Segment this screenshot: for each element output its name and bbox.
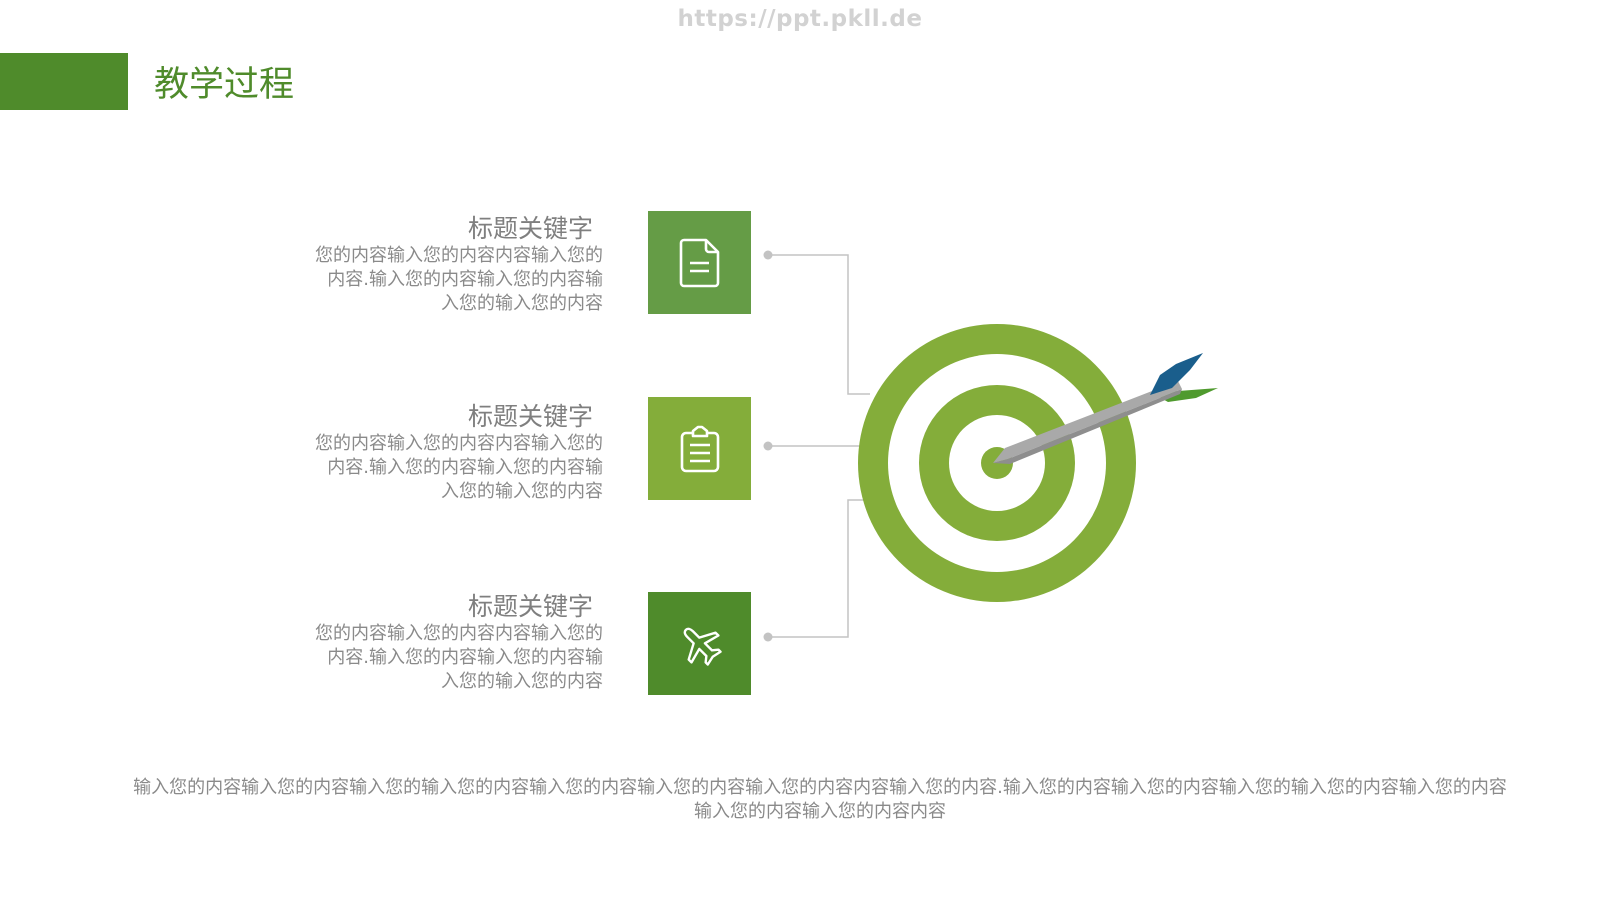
title-accent-bar — [0, 53, 128, 110]
item-body: 您的内容输入您的内容内容输入您的内容.输入您的内容输入您的内容输入您的输入您的内… — [315, 433, 603, 502]
item-icon-box-2 — [648, 397, 751, 500]
clipboard-icon — [680, 425, 719, 472]
page-title: 教学过程 — [154, 65, 295, 105]
item-text-block-3: 标题关键字 您的内容输入您的内容内容输入您的内容.输入您的内容输入您的内容输入您… — [313, 592, 603, 694]
watermark: https://ppt.pkll.de — [677, 6, 923, 32]
item-body: 您的内容输入您的内容内容输入您的内容.输入您的内容输入您的内容输入您的输入您的内… — [315, 623, 603, 692]
document-icon — [679, 238, 719, 287]
connector-lines — [768, 254, 870, 638]
arrow-icon — [993, 353, 1218, 464]
item-title: 标题关键字 — [467, 402, 593, 431]
item-body: 您的内容输入您的内容内容输入您的内容.输入您的内容输入您的内容输入您的输入您的内… — [315, 245, 603, 314]
item-title: 标题关键字 — [467, 592, 593, 621]
footer-description: 输入您的内容输入您的内容输入您的输入您的内容输入您的内容输入您的内容输入您的内容… — [133, 777, 1507, 822]
item-text-block-2: 标题关键字 您的内容输入您的内容内容输入您的内容.输入您的内容输入您的内容输入您… — [313, 402, 603, 504]
connector-dots — [763, 250, 773, 642]
item-text-block-1: 标题关键字 您的内容输入您的内容内容输入您的内容.输入您的内容输入您的内容输入您… — [313, 214, 603, 316]
item-icon-box-1 — [648, 211, 751, 314]
item-icon-box-3 — [648, 592, 751, 695]
item-title: 标题关键字 — [467, 214, 593, 243]
airplane-icon — [683, 627, 722, 666]
